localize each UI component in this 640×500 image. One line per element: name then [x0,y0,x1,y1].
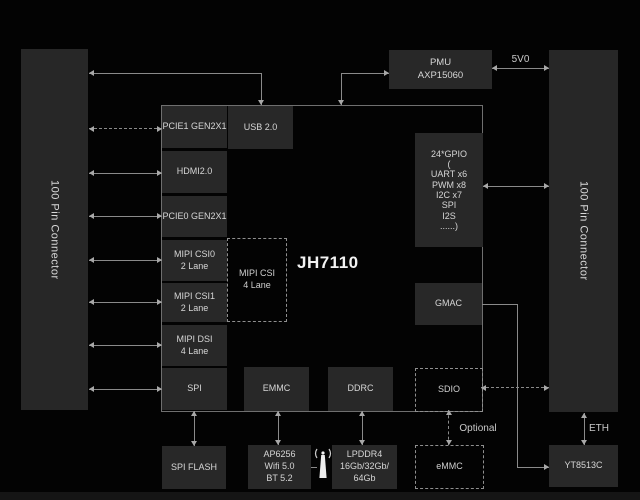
wire-pcie1 [89,126,162,132]
antenna-icon [314,448,332,478]
pcie0-block: PCIE0 GEN2X1 [162,196,227,237]
ethernet-phy-block: YT8513C [549,445,618,487]
left-connector-label: 100 Pin Connector [48,179,61,280]
hdmi-block: HDMI2.0 [162,151,227,193]
spi-flash-block: SPI FLASH [162,446,226,489]
wire-gmac-h1 [482,304,517,305]
wire-csi1 [89,299,162,305]
wire-antenna-feed [311,467,317,468]
emmc-controller-block: EMMC [244,367,309,411]
wire-emmc-wifi [275,411,281,445]
eth-label: ETH [589,423,609,434]
wire-pmu-v [338,73,344,105]
power-rail-label: 5V0 [511,54,530,65]
right-100pin-connector: 100 Pin Connector [549,50,618,412]
usb-block: USB 2.0 [228,106,293,149]
wifi-module-block: AP6256 Wifi 5.0 BT 5.2 [248,445,311,489]
wire-pcie0 [89,213,162,219]
spi-block: SPI [162,368,227,410]
left-100pin-connector: 100 Pin Connector [21,49,88,410]
gpio-block: 24*GPIO ( UART x6 PWM x8 I2C x7 SPI I2S … [415,133,483,247]
ddrc-block: DDRC [328,367,393,411]
wire-spi [89,386,162,392]
mipi-csi1-block: MIPI CSI1 2 Lane [162,283,227,322]
wire-pmu-h [341,70,389,76]
wire-sdio-emmc [446,410,452,445]
optional-label: Optional [459,423,497,434]
right-connector-label: 100 Pin Connector [577,181,590,281]
sdio-block: SDIO [415,368,483,412]
chip-title: JH7110 [297,253,359,272]
mipi-csi-4lane-block: MIPI CSI 4 Lane [227,238,287,322]
lpddr4-block: LPDDR4 16Gb/32Gb/ 64Gb [332,445,397,489]
pmu-block: PMU AXP15060 [389,50,492,89]
wire-csi0 [89,257,162,263]
emmc-external-block: eMMC [415,445,484,489]
wire-ddrc-lpddr4 [359,411,365,445]
gmac-block: GMAC [415,283,482,325]
mipi-csi0-block: MIPI CSI0 2 Lane [162,240,227,281]
bottom-strip [0,492,640,500]
wire-hdmi [89,170,162,176]
wire-gmac-h2 [517,464,549,470]
wire-gmac-v [517,304,518,467]
mipi-dsi-block: MIPI DSI 4 Lane [162,325,227,366]
wire-eth [581,413,587,445]
wire-gpio [483,183,549,189]
wire-dsi [89,342,162,348]
wire-sdio [481,385,549,391]
wire-5v0 [492,65,549,71]
pcie1-block: PCIE1 GEN2X1 [162,106,227,148]
wire-spi-flash [191,411,197,446]
wire-connector-to-usb-v [258,73,264,105]
wire-connector-to-usb-h [89,70,261,76]
